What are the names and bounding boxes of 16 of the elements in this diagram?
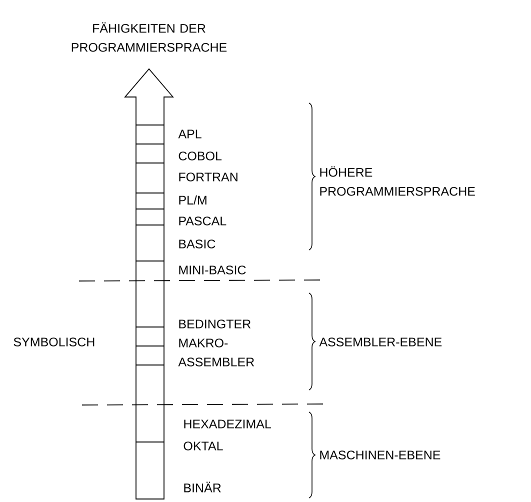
language-name: PL/M bbox=[179, 195, 206, 205]
level-label: ASSEMBLER-EBENE bbox=[319, 338, 442, 346]
level-label: MASCHINEN-EBENE bbox=[320, 450, 440, 460]
language-name: FORTRAN bbox=[179, 172, 238, 182]
side-label: SYMBOLISCH bbox=[14, 338, 94, 346]
language-name: BASIC bbox=[179, 240, 216, 248]
level-label: HÖHERE PROGRAMMIERSPRACHE bbox=[320, 166, 475, 196]
language-name: MINI-BASIC bbox=[179, 266, 246, 274]
language-name: BEDINGTER MAKRO-ASSEMBLER bbox=[178, 320, 254, 366]
representation-name: BINÄR bbox=[184, 482, 221, 492]
representation-name: OKTAL bbox=[184, 442, 223, 450]
representation-name: HEXADEZIMAL bbox=[184, 420, 271, 428]
language-name: COBOL bbox=[178, 152, 222, 160]
axis-caption: FÄHIGKEITEN DER PROGRAMMIERSPRACHE bbox=[72, 22, 227, 52]
language-name: PASCAL bbox=[179, 216, 226, 226]
language-name: APL bbox=[178, 130, 202, 138]
